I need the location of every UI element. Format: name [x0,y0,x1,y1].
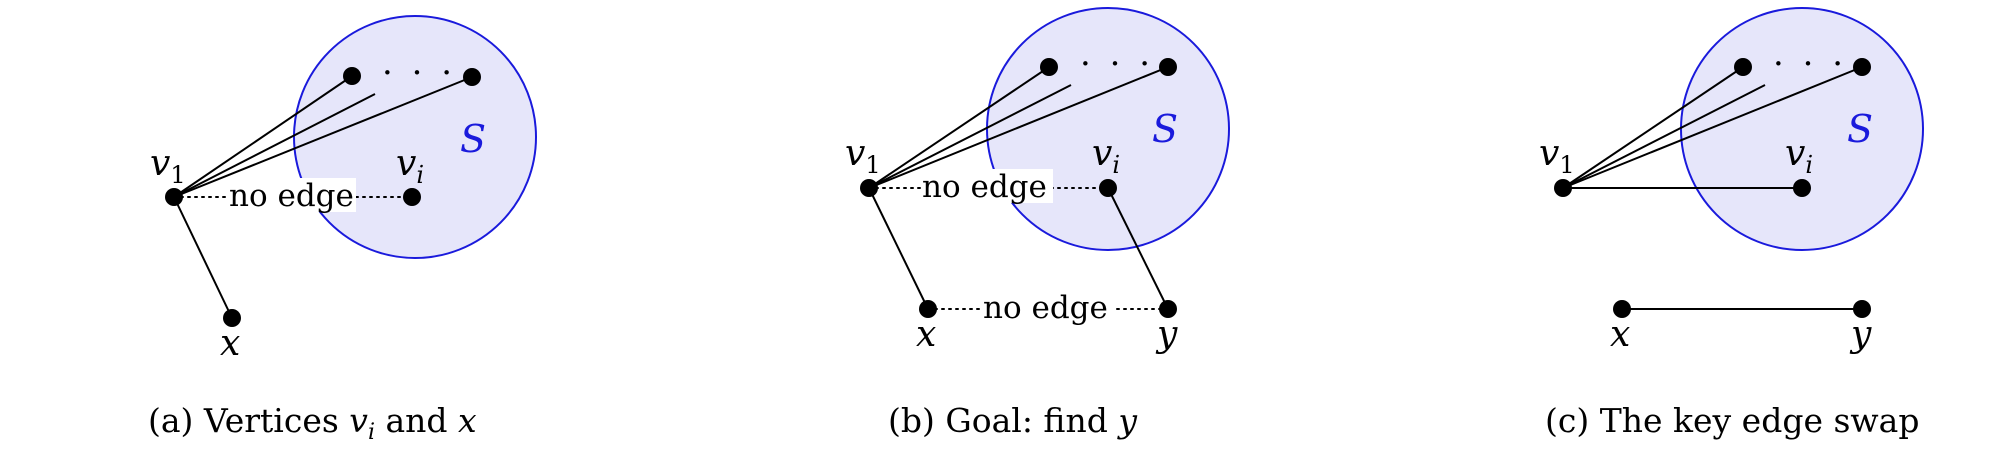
vertex-v1-a [165,188,183,206]
no-edge-label-b2: no edge [983,290,1108,326]
set-s-label-a: S [460,117,486,161]
caption-c: (c) The key edge swap [1545,401,1919,440]
panel-c: S · · · v1 vi x y (c) The key edge swap [1539,7,1924,440]
vertex-label-vi-b: vi [1092,133,1120,179]
vertex-label-v1-a: v1 [150,143,186,189]
edge-v1-top-left-c [1562,66,1744,189]
vertex-x-b [919,300,937,318]
vertex-label-v1-c: v1 [1539,133,1575,179]
vertex-top-left-c [1734,58,1752,76]
edge-v1-top-mid-a [173,93,376,198]
no-edge-label-bg-b1 [921,169,1053,203]
vertex-label-y-b: y [1155,314,1178,355]
caption-b: (b) Goal: find y [888,401,1137,440]
vertex-label-x-c: x [1610,314,1630,355]
caption-a: (a) Vertices vi and x [148,401,477,445]
edge-v1-top-right-b [868,66,1169,189]
edge-v1-top-mid-b [868,84,1072,189]
edge-v1-x-a [173,196,233,319]
ellipsis-a: · · · [382,53,456,93]
panel-a: S no edge · · · v1 vi x (a) Vertices vi … [148,15,537,445]
vertex-top-right-c [1853,58,1871,76]
vertex-y-b [1159,300,1177,318]
set-s-label-b: S [1152,107,1178,151]
set-s-label-c: S [1847,107,1873,151]
panel-b: S no edge no edge · · · v1 vi x y [845,7,1230,440]
vertex-v1-b [860,179,878,197]
ellipsis-c: · · · [1773,44,1847,84]
vertex-top-left-b [1040,58,1058,76]
edge-v1-top-right-a [173,76,473,198]
vertex-y-c [1853,300,1871,318]
edge-v1-top-left-b [868,66,1050,189]
vertex-vi-c [1793,179,1811,197]
vertex-x-a [223,309,241,327]
ellipsis-b: · · · [1080,44,1154,84]
vertex-label-vi-a: vi [396,143,424,189]
vertex-label-x-a: x [220,323,240,364]
edge-v1-top-left-a [173,75,353,198]
vertex-vi-a [403,188,421,206]
vertex-top-right-b [1159,58,1177,76]
vertex-vi-b [1099,179,1117,197]
vertex-top-left-a [343,67,361,85]
edge-vi-y-b [1107,187,1169,310]
edge-v1-top-right-c [1562,66,1863,189]
vertex-top-right-a [463,68,481,86]
edge-v1-x-b [868,187,929,310]
vertex-label-v1-b: v1 [845,133,881,179]
no-edge-label-b1: no edge [922,169,1047,205]
vertex-label-x-b: x [916,314,936,355]
no-edge-label-a: no edge [229,178,354,214]
vertex-x-c [1613,300,1631,318]
no-edge-label-bg-a [228,178,356,212]
vertex-v1-c [1554,179,1572,197]
no-edge-label-bg-b2 [982,290,1114,324]
edge-v1-top-mid-c [1562,84,1766,189]
vertex-label-vi-c: vi [1785,133,1813,179]
vertex-label-y-c: y [1849,314,1872,355]
